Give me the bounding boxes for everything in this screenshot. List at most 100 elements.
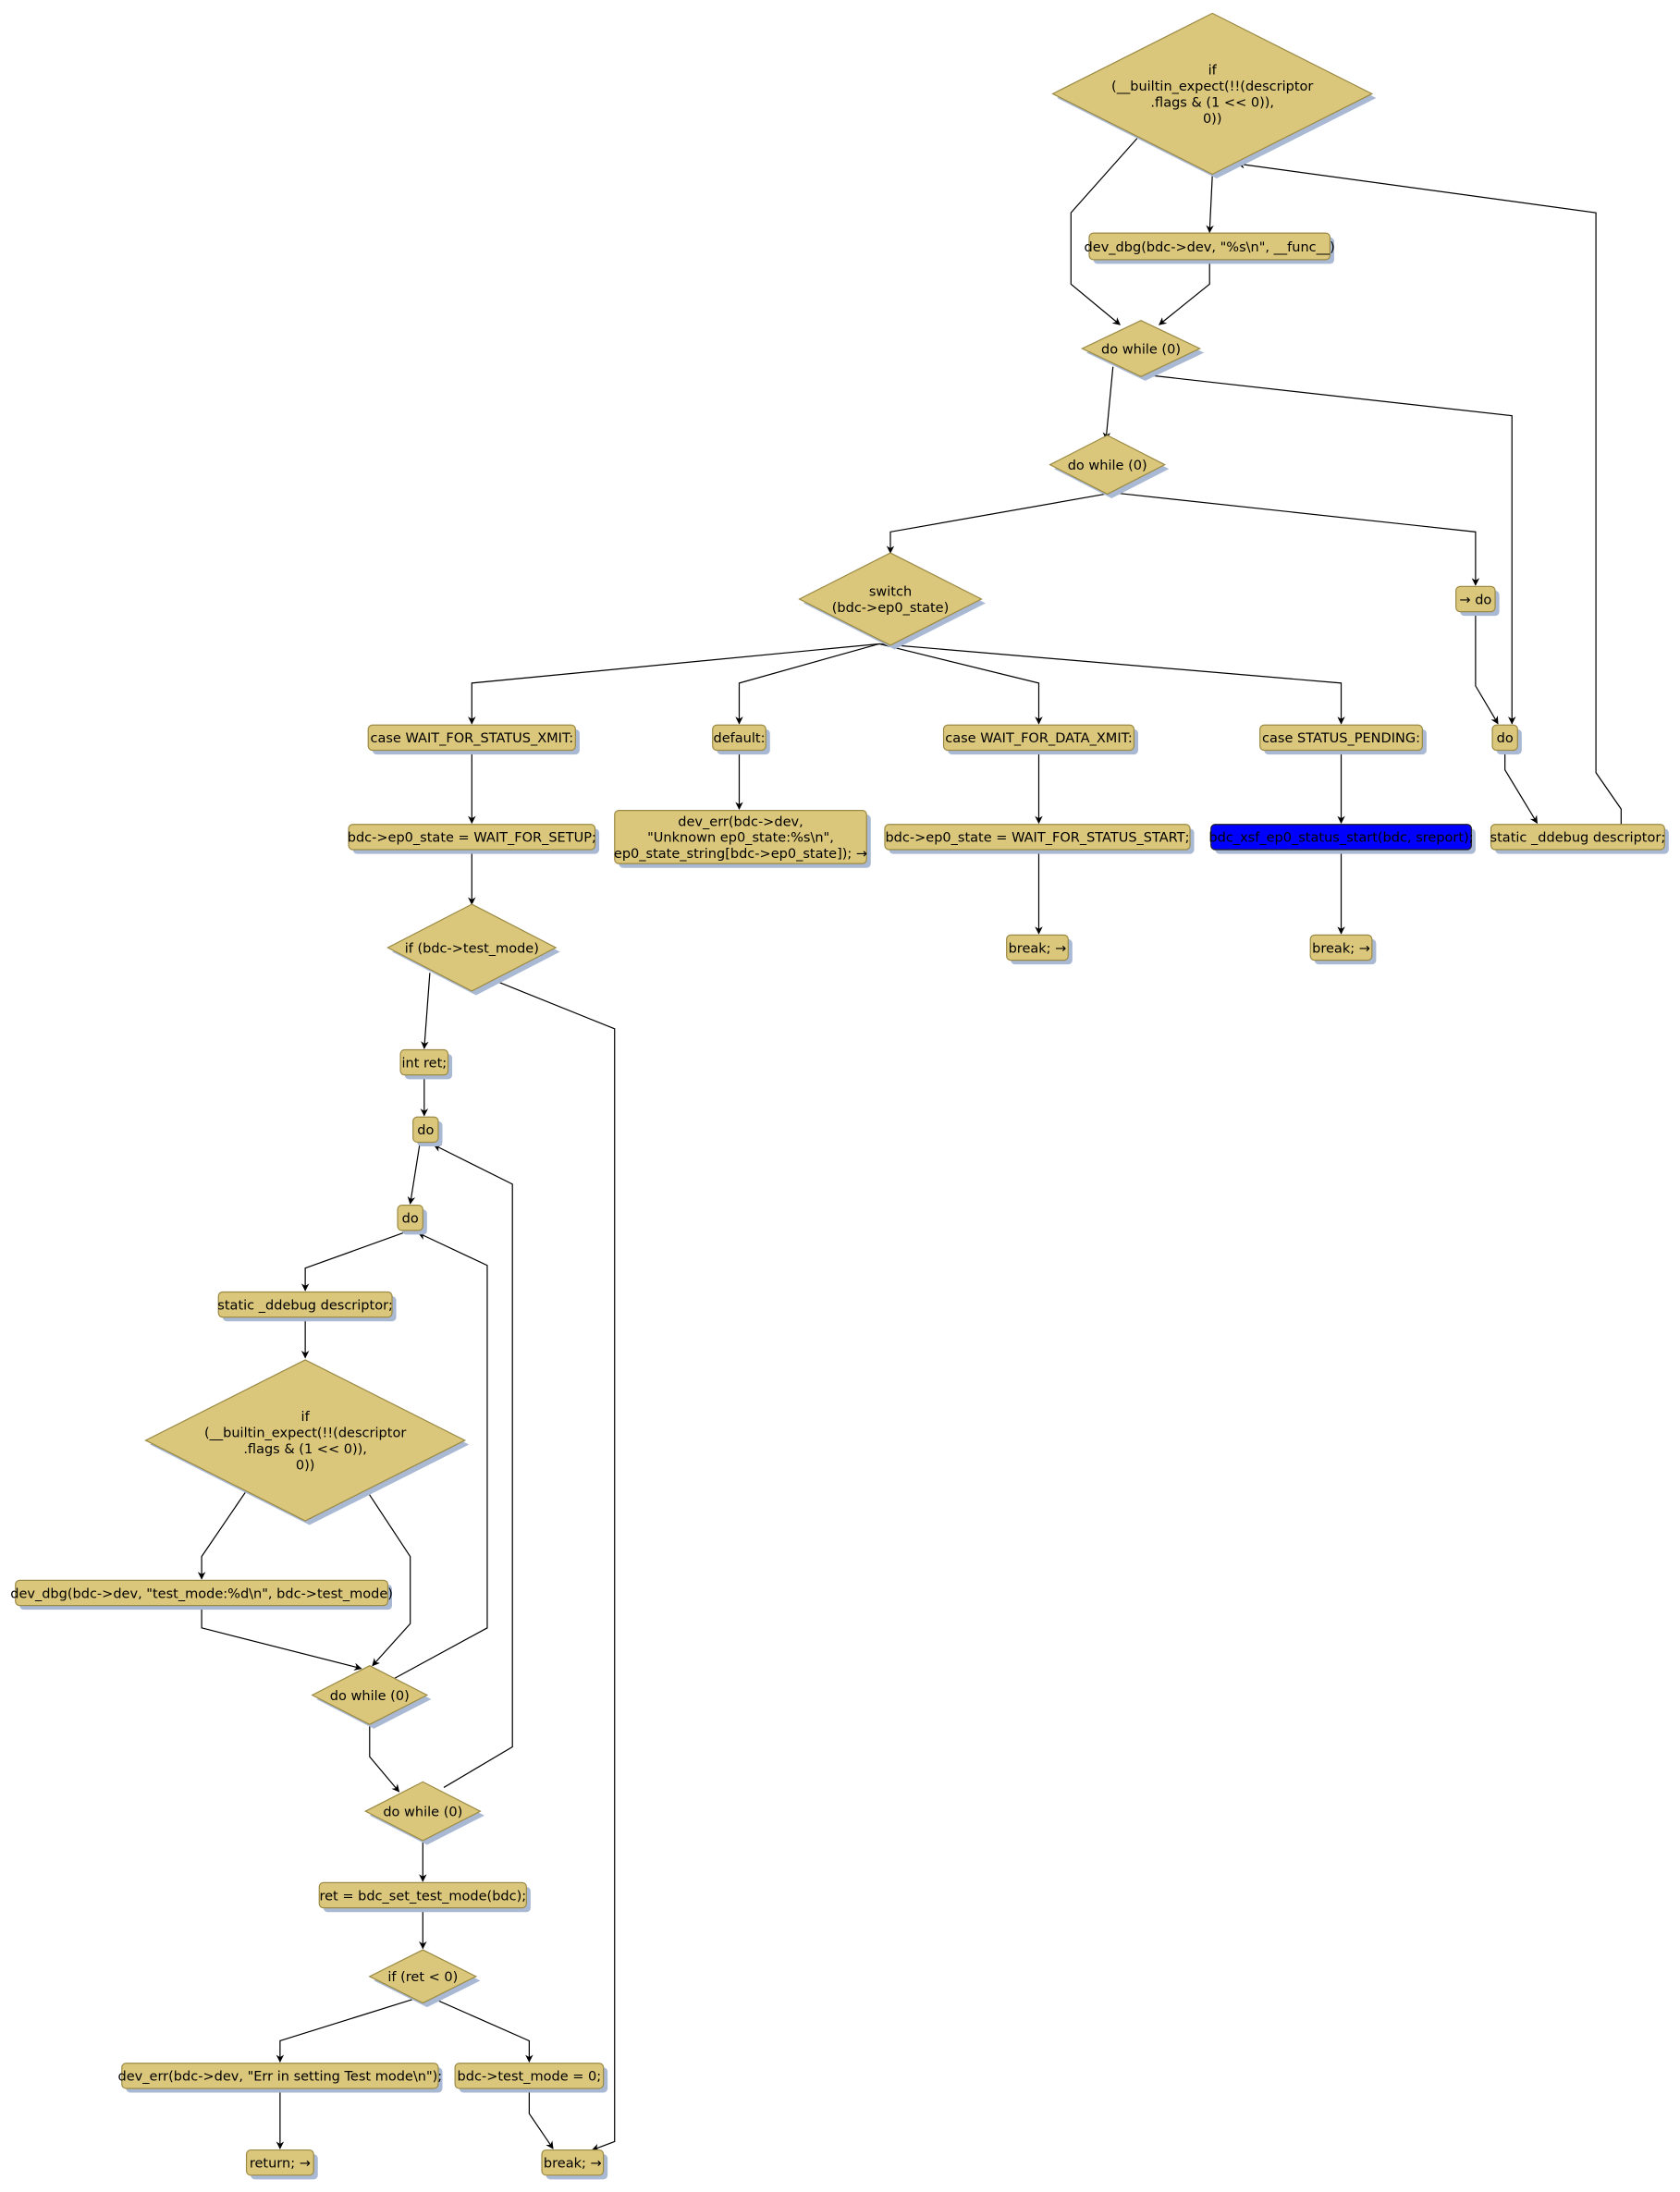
node-label: do [402, 1212, 419, 1227]
action-node-dd2[interactable]: static _ddebug descriptor; [217, 1291, 397, 1322]
decision-node-dw3[interactable]: do while (0) [311, 1665, 432, 1729]
node-shape [1051, 12, 1374, 176]
node-label: .flags & (1 << 0)), [243, 1442, 367, 1457]
node-shape [454, 2063, 605, 2089]
node-shape [245, 2149, 314, 2176]
node-shape [1491, 724, 1518, 752]
decision-node-sw[interactable]: switch(bdc->ep0_state) [798, 552, 986, 650]
node-label: (__builtin_expect(!!(descriptor [204, 1427, 406, 1441]
node-label: case WAIT_FOR_STATUS_XMIT: [370, 731, 573, 746]
node-label: dev_err(bdc->dev, "Err in setting Test m… [118, 2070, 443, 2085]
action-node-dbg2[interactable]: dev_dbg(bdc->dev, "test_mode:%d\n", bdc-… [10, 1579, 393, 1610]
flow-edge [1102, 366, 1114, 441]
action-node-br2[interactable]: break; → [1309, 934, 1377, 965]
decision-node-dw1[interactable]: do while (0) [1081, 320, 1205, 381]
node-shape [614, 810, 867, 864]
flow-edge [197, 1490, 248, 1580]
node-shape [1210, 824, 1472, 851]
action-node-do1[interactable]: do [1491, 724, 1522, 755]
node-label: (bdc->ep0_state) [832, 601, 950, 616]
action-node-cdef[interactable]: default: [712, 724, 770, 755]
decision-node-iftm[interactable]: if (bdc->test_mode) [386, 903, 560, 996]
node-shape [367, 724, 576, 752]
node-label: static _ddebug descriptor; [1490, 831, 1666, 846]
node-label: 0)) [1203, 112, 1222, 127]
flow-edge [878, 643, 1043, 725]
node-shape [942, 724, 1135, 752]
edges [197, 136, 1622, 2151]
decision-node-if2[interactable]: if (__builtin_expect(!!(descriptor.flags … [144, 1359, 470, 1525]
node-shape [386, 903, 558, 992]
node-label: int ret; [401, 1056, 447, 1071]
node-shape [363, 1781, 482, 1842]
action-node-do3[interactable]: do [397, 1204, 427, 1235]
flow-edge [735, 643, 880, 725]
action-node-c1[interactable]: case WAIT_FOR_STATUS_XMIT: [367, 724, 580, 755]
action-node-xsf[interactable]: bdc_xsf_ep0_status_start(bdc, sreport); [1208, 824, 1476, 854]
flow-edge [528, 2088, 554, 2149]
action-node-ret[interactable]: int ret; [399, 1048, 453, 1080]
node-label: case STATUS_PENDING: [1262, 731, 1420, 746]
node-shape [348, 824, 596, 851]
node-shape [1006, 934, 1069, 961]
flow-edge [369, 1724, 400, 1793]
node-shape [1309, 934, 1373, 961]
node-shape [15, 1579, 389, 1607]
node-shape [1081, 320, 1202, 377]
action-node-todo[interactable]: → do [1455, 585, 1500, 617]
action-node-c2[interactable]: case WAIT_FOR_DATA_XMIT: [942, 724, 1138, 755]
node-shape [368, 1949, 478, 2004]
node-shape [1088, 232, 1331, 261]
node-label: bdc->ep0_state = WAIT_FOR_SETUP; [348, 831, 596, 846]
action-node-s1[interactable]: bdc->ep0_state = WAIT_FOR_SETUP; [348, 824, 600, 854]
flow-edge [1206, 175, 1214, 234]
flow-edge [878, 643, 1345, 725]
decision-node-dw4[interactable]: do while (0) [363, 1781, 484, 1845]
action-node-tm0[interactable]: bdc->test_mode = 0; [454, 2063, 608, 2093]
node-shape [397, 1204, 423, 1231]
node-label: if [301, 1410, 311, 1425]
flow-edge [433, 1144, 513, 1788]
flow-edge [1112, 492, 1480, 586]
flow-edge [300, 1230, 411, 1292]
action-node-setm[interactable]: ret = bdc_set_test_mode(bdc); [318, 1881, 531, 1913]
node-shape [798, 552, 983, 646]
node-label: dev_err(bdc->dev, [678, 814, 803, 829]
flow-edge [468, 643, 879, 725]
flow-edge [391, 1232, 488, 1681]
node-label: dev_dbg(bdc->dev, "test_mode:%d\n", bdc-… [10, 1586, 393, 1601]
action-node-err1[interactable]: dev_err(bdc->dev,"Unknown ep0_state:%s\n… [614, 810, 871, 868]
action-node-br1[interactable]: break; → [1006, 934, 1073, 965]
decision-node-dw2[interactable]: do while (0) [1048, 435, 1170, 499]
action-node-err2[interactable]: dev_err(bdc->dev, "Err in setting Test m… [118, 2063, 443, 2093]
action-node-br3[interactable]: break; → [541, 2149, 608, 2180]
node-label: do [417, 1123, 434, 1138]
action-node-do2[interactable]: do [412, 1116, 443, 1147]
node-label: bdc->test_mode = 0; [458, 2070, 602, 2085]
action-node-c3[interactable]: case STATUS_PENDING: [1259, 724, 1427, 755]
decision-node-ifret[interactable]: if (ret < 0) [368, 1949, 481, 2008]
node-shape [144, 1359, 467, 1522]
node-shape [318, 1881, 527, 1909]
node-label: ep0_state_string[bdc->ep0_state]); → [614, 847, 867, 862]
action-node-s2[interactable]: bdc->ep0_state = WAIT_FOR_STATUS_START; [884, 824, 1195, 854]
node-label: do while (0) [383, 1805, 462, 1819]
flow-edge [407, 1142, 421, 1205]
node-label: do while (0) [330, 1689, 410, 1704]
flow-edge [1236, 160, 1622, 825]
action-node-dbg1[interactable]: dev_dbg(bdc->dev, "%s\n", __func__) [1085, 232, 1335, 264]
node-shape [712, 724, 766, 752]
node-shape [399, 1048, 449, 1076]
node-shape [1048, 435, 1167, 496]
node-label: if [1208, 64, 1218, 79]
flow-edge [421, 973, 431, 1049]
flow-edge [1475, 611, 1499, 725]
node-label: if (bdc->test_mode) [405, 941, 539, 956]
node-shape [121, 2063, 439, 2089]
action-node-dd1[interactable]: static _ddebug descriptor; [1490, 824, 1669, 854]
nodes: if (__builtin_expect(!!(descriptor.flags … [10, 12, 1669, 2180]
flow-edge [276, 1998, 415, 2063]
action-node-rtn[interactable]: return; → [245, 2149, 318, 2180]
decision-node-if1[interactable]: if(__builtin_expect(!!(descriptor.flags … [1051, 12, 1377, 179]
